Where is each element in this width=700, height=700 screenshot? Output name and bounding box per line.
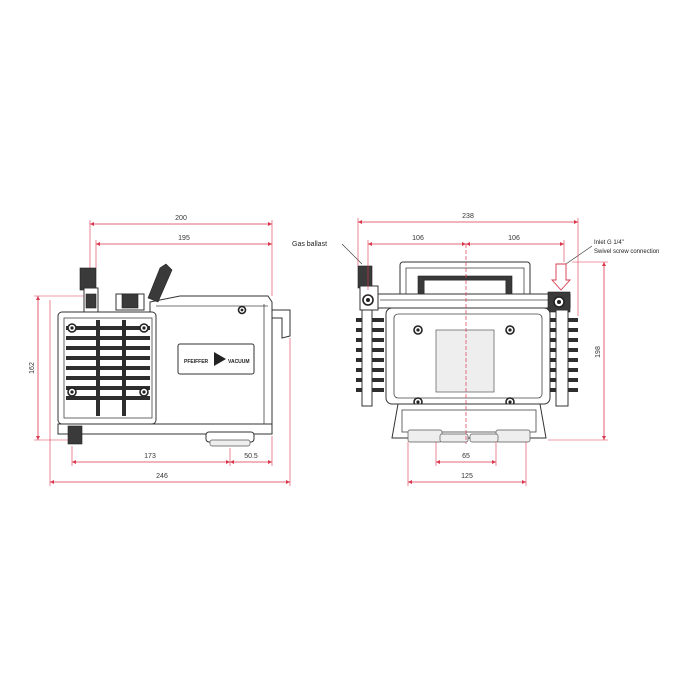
side-view: PFEIFFER VACUUM 200 195 162 <box>29 215 291 486</box>
front-view: Gas ballast Inlet G 1/4" Swivel screw co… <box>292 213 659 486</box>
dim-front-238: 238 <box>462 213 474 220</box>
front-pump-body <box>356 261 578 443</box>
side-dimensions: 200 195 162 173 50.5 246 <box>29 215 291 486</box>
front-right-fins <box>550 309 578 407</box>
label-inlet-line2: Swivel screw connection <box>594 249 659 255</box>
dim-side-200: 200 <box>175 215 187 222</box>
front-labels: Gas ballast Inlet G 1/4" Swivel screw co… <box>292 240 659 291</box>
dim-front-125: 125 <box>461 473 473 480</box>
label-inlet-line1: Inlet G 1/4" <box>594 240 624 246</box>
dim-side-246: 246 <box>156 473 168 480</box>
side-cooling-fins <box>66 320 150 416</box>
dim-front-106-left: 106 <box>412 235 424 242</box>
dim-front-198: 198 <box>595 346 602 358</box>
front-left-fins <box>356 309 384 407</box>
dim-side-162: 162 <box>29 362 36 374</box>
front-dimensions: 238 106 106 198 65 125 <box>357 213 608 486</box>
dim-front-106-right: 106 <box>508 235 520 242</box>
side-brand-left: PFEIFFER <box>184 359 209 365</box>
dim-side-195: 195 <box>178 235 190 242</box>
side-brand-right: VACUUM <box>228 359 250 365</box>
label-gas-ballast: Gas ballast <box>292 241 327 248</box>
dim-front-65: 65 <box>462 453 470 460</box>
side-pump-body: PFEIFFER VACUUM <box>57 263 291 447</box>
dim-side-173: 173 <box>144 453 156 460</box>
dim-side-50-5: 50.5 <box>244 453 258 460</box>
